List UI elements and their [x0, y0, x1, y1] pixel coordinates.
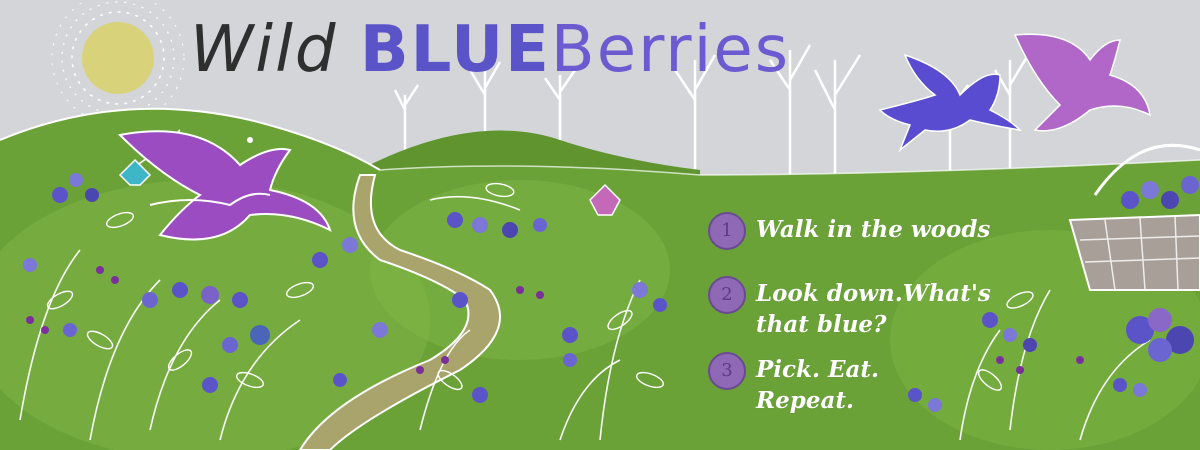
step-3: 3 Pick. Eat. Repeat. [708, 352, 880, 416]
page-title: Wild BLUEBerries [190, 18, 790, 82]
title-berries: Berries [550, 13, 791, 87]
bird-right-icon [1013, 33, 1151, 132]
step-number-badge: 2 [708, 276, 746, 314]
step-2: 2 Look down.What's that blue? [708, 276, 991, 340]
foliage [19, 129, 1151, 441]
step-number-badge: 3 [708, 352, 746, 390]
title-wild: Wild [190, 13, 360, 87]
step-text: Look down.What's that blue? [756, 280, 991, 339]
purple-dots [26, 266, 1084, 374]
step-text: Walk in the woods [756, 216, 991, 243]
step-1: 1 Walk in the woods [708, 212, 991, 250]
sun-icon [51, 0, 185, 125]
bird-left-icon [117, 130, 332, 241]
blueberries [23, 173, 1194, 412]
title-blue: BLUE [359, 13, 551, 87]
bird-blue-icon [878, 53, 1023, 153]
step-text: Pick. Eat. Repeat. [756, 356, 880, 415]
leaves [46, 182, 1034, 391]
basket-icon [1068, 143, 1200, 291]
step-number-badge: 1 [708, 212, 746, 250]
